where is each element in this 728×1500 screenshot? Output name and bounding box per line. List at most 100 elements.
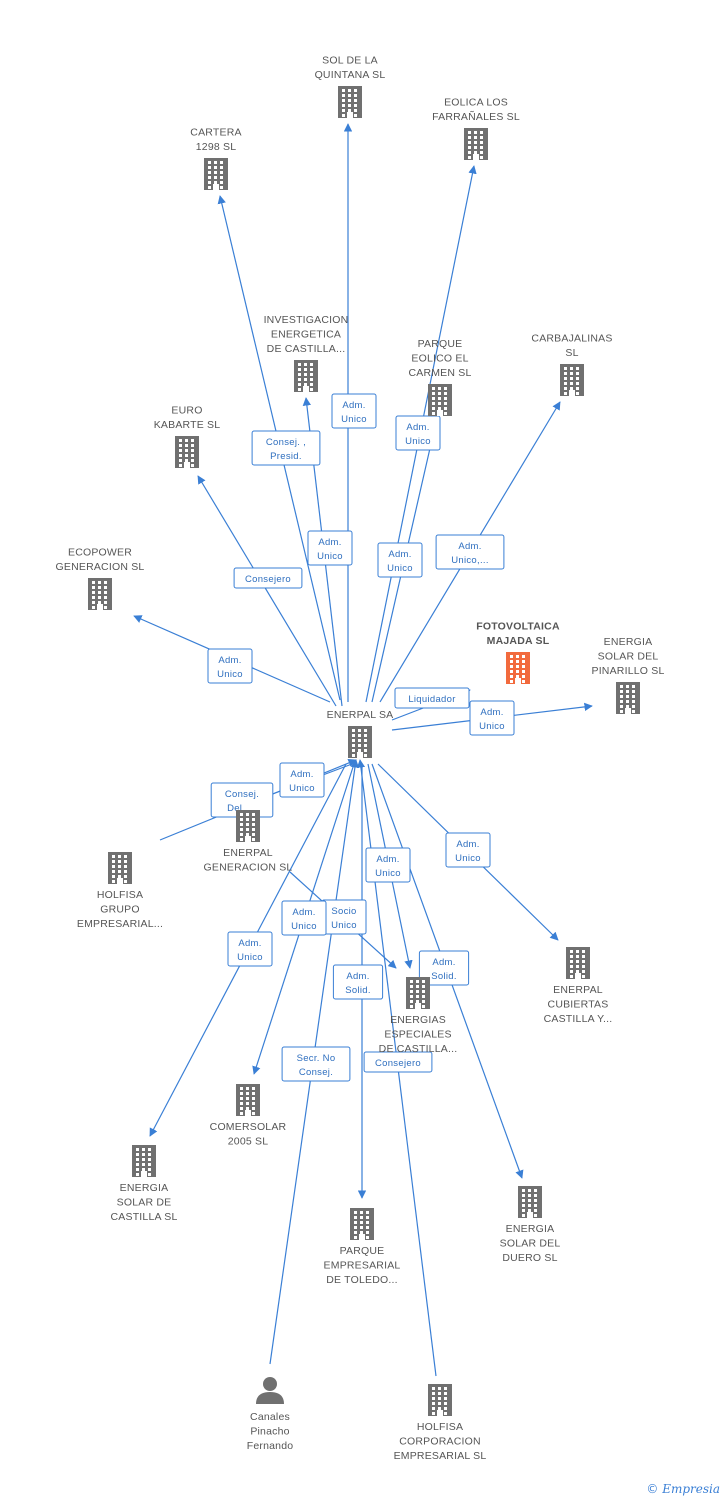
edge-badge-label: Adm. — [290, 769, 313, 780]
edge-enerpal-euro_kabarte — [197, 475, 337, 707]
node-euro-kabarte[interactable]: EURO KABARTE SL — [154, 405, 221, 469]
edge-badge[interactable]: Adm.Unico,... — [435, 534, 505, 570]
building-icon — [175, 436, 199, 468]
node-label: CUBIERTAS — [548, 999, 609, 1011]
node-label: PINARILLO SL — [591, 665, 664, 677]
edge-badge[interactable]: Adm.Unico — [307, 530, 353, 566]
brand-name[interactable]: Empresia — [662, 1482, 720, 1496]
node-label: CARTERA — [190, 127, 241, 139]
node-label: CASTILLA SL — [111, 1211, 178, 1223]
node-label: ENERPAL SA — [327, 709, 394, 721]
edge-badge-label: Adm. — [388, 549, 411, 560]
edge-badge[interactable]: Adm.Unico — [331, 393, 377, 429]
edge-badge-label: Unico — [387, 563, 413, 574]
edge-badge-box — [281, 900, 327, 936]
edge-badge-box — [207, 648, 253, 684]
node-label: SOL DE LA — [322, 55, 378, 67]
edge-badge[interactable]: Adm.Unico — [207, 648, 253, 684]
node-label: ENERGETICA — [271, 329, 341, 341]
node-label: ECOPOWER — [68, 547, 132, 559]
node-label: FOTOVOLTAICA — [476, 621, 560, 633]
person-icon — [256, 1377, 284, 1404]
edge-badge-label: Adm. — [218, 655, 241, 666]
edge-badge[interactable]: Adm.Unico — [469, 700, 515, 736]
edge-badge[interactable]: Adm.Solid. — [332, 964, 384, 1000]
node-label: ENERPAL — [553, 984, 603, 996]
node-label: DUERO SL — [502, 1252, 557, 1264]
edge-badge-label: Del.,... — [227, 803, 257, 814]
edge-badge-label: Adm. — [292, 907, 315, 918]
node-label: PARQUE — [418, 338, 463, 350]
node-carbajalinas[interactable]: CARBAJALINAS SL — [531, 333, 612, 397]
node-label: GRUPO — [100, 904, 140, 916]
node-label: EURO — [171, 405, 202, 417]
edge-badge[interactable]: Adm.Solid. — [418, 950, 470, 986]
edge-badge[interactable]: Adm.Unico — [227, 931, 273, 967]
node-label: EMPRESARIAL — [324, 1260, 401, 1272]
node-label: ENERGIAS — [390, 1014, 446, 1026]
node-label: SL — [565, 347, 578, 359]
edge-badge-box — [331, 393, 377, 429]
edge-badge[interactable]: Consejero — [363, 1051, 433, 1073]
node-label: CASTILLA Y... — [544, 1013, 613, 1025]
edge-badge[interactable]: Adm. Unico — [279, 762, 325, 798]
edge-badge-box — [307, 530, 353, 566]
building-icon — [560, 364, 584, 396]
building-icon — [428, 384, 452, 416]
edge-badge[interactable]: Adm.Unico — [445, 832, 491, 868]
node-cubiertas[interactable]: ENERPAL CUBIERTAS CASTILLA Y... — [544, 947, 613, 1025]
node-label: SOLAR DEL — [598, 651, 659, 663]
node-label: KABARTE SL — [154, 419, 221, 431]
edge-badge-label: Unico — [455, 853, 481, 864]
node-label: FARRAÑALES SL — [432, 110, 520, 123]
node-enerpal[interactable]: ENERPAL SA — [327, 709, 394, 758]
building-icon — [428, 1384, 452, 1416]
node-label: HOLFISA — [97, 889, 143, 901]
building-icon — [406, 977, 430, 1009]
edge-badge[interactable]: Adm. Unico — [281, 900, 327, 936]
edge-badge-label: Consejero — [375, 1058, 421, 1069]
edge-badge[interactable]: Consejero — [233, 567, 303, 589]
edge-badge[interactable]: Adm.Unico — [365, 847, 411, 883]
node-holfisa-grupo[interactable]: HOLFISAGRUPOEMPRESARIAL... — [77, 852, 163, 930]
node-label: GENERACION SL — [204, 862, 293, 874]
edge-badge-label: Adm. — [432, 957, 455, 968]
node-label: DE CASTILLA... — [267, 343, 346, 355]
edge-badge[interactable]: Adm.Unico — [395, 415, 441, 451]
node-label: CARBAJALINAS — [531, 333, 612, 345]
edge-badge-label: Unico — [331, 920, 357, 931]
edge-badge-label: Unico — [289, 783, 315, 794]
building-icon — [506, 652, 530, 684]
edge-badge-box — [365, 847, 411, 883]
edge-badge[interactable]: Liquidador — [394, 687, 470, 709]
edge-badge-label: Unico — [405, 436, 431, 447]
edge-badge[interactable]: Consej. ,Presid. — [251, 430, 321, 466]
edge-badge-box — [279, 762, 325, 798]
edge-badge-label: Solid. — [345, 985, 371, 996]
node-label: EMPRESARIAL SL — [394, 1450, 487, 1462]
edge-badge[interactable]: Adm. Unico — [377, 542, 423, 578]
edge-badge-label: Unico — [291, 921, 317, 932]
node-label: DE CASTILLA... — [379, 1043, 458, 1055]
